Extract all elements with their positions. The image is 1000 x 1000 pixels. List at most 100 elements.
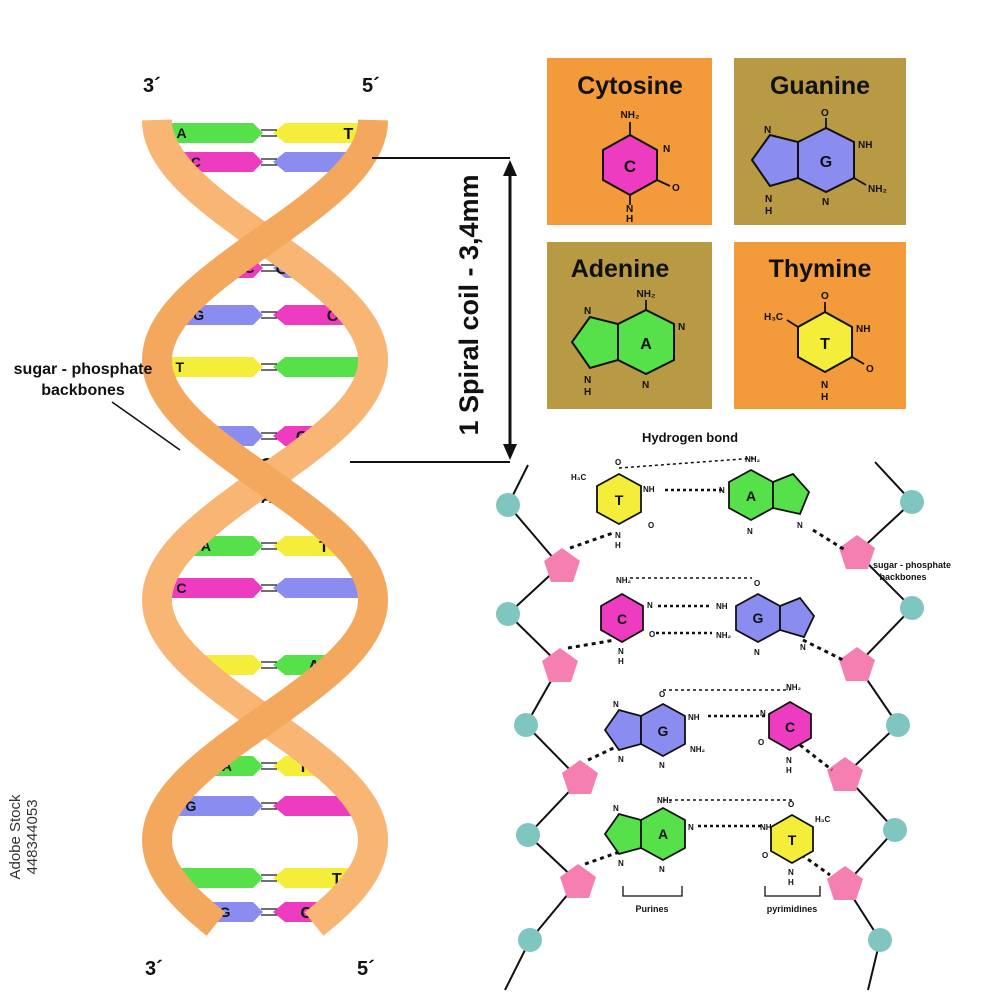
pair3-cytosine-ring <box>768 700 812 752</box>
pair4-t-h3c: H₃C <box>815 815 830 824</box>
pair1-t-o: O <box>615 458 621 467</box>
base-left-block <box>165 357 263 377</box>
base-pair-rung: G <box>175 796 355 816</box>
pair4-right-letter: T <box>788 832 797 848</box>
coil-measure: 1 Spiral coil - 3,4mm <box>350 157 517 463</box>
cytosine-title: Cytosine <box>577 72 683 100</box>
pair3-c-nh2: NH₂ <box>786 683 802 692</box>
backbone-strand-2 <box>141 119 389 936</box>
pair4-t-nh: NH <box>760 823 772 832</box>
sugar-right-1 <box>839 535 875 569</box>
base-left-block <box>166 123 263 143</box>
sugar-left-4 <box>560 864 596 898</box>
phosphate-left-5 <box>518 928 542 952</box>
pair1-t-n: N <box>615 531 621 540</box>
pair4-t-h: H <box>788 878 794 887</box>
phosphate-circles <box>496 490 924 952</box>
guanine-o: O <box>821 108 829 119</box>
pair2-g-n3: N <box>754 648 760 657</box>
cytosine-n: N <box>663 144 670 155</box>
guanine-title: Guanine <box>770 72 870 100</box>
base-left-letter: A <box>201 538 211 554</box>
phosphate-right-4 <box>883 818 907 842</box>
base-left-letter: G <box>186 798 197 814</box>
thymine-o-bottom: O <box>866 364 874 375</box>
purines-label: Purines <box>635 904 668 914</box>
base-right-block <box>273 152 350 172</box>
adenine-title: Adenine <box>571 255 670 283</box>
base-left-letter: C <box>191 154 201 170</box>
stock-brand: Adobe Stock <box>7 794 24 880</box>
pair1-a-n9: N <box>797 521 803 530</box>
phosphate-right-5 <box>868 928 892 952</box>
pair2-g-n9: N <box>800 643 806 652</box>
pair2-c-nh2: NH₂ <box>616 576 632 585</box>
pair3-right-letter: C <box>785 719 795 735</box>
pair1-t-nh: NH <box>643 485 655 494</box>
base-pair-rung: C <box>166 578 364 598</box>
pair3-c-n1: N <box>786 756 792 765</box>
nucleobase-boxes: Cytosine C NH₂ N O N H Guanine G O N NH … <box>547 58 906 409</box>
base-right-block <box>273 123 364 143</box>
pair4-t-n: N <box>788 868 794 877</box>
pairing-backbone-label-line2: backbones <box>879 572 926 582</box>
phosphate-right-1 <box>900 490 924 514</box>
guanine-n7: N <box>764 125 771 136</box>
pair4-a-n7: N <box>613 804 619 813</box>
end-label-top-right: 5´ <box>362 75 380 97</box>
phosphate-left-4 <box>516 823 540 847</box>
pair3-g-n9: N <box>618 755 624 764</box>
base-left-block <box>209 902 263 922</box>
purines-bracket <box>622 886 683 897</box>
end-label-bottom-right: 5´ <box>357 958 375 980</box>
pair1-adenine-ring5 <box>772 472 811 516</box>
backbone-pointer-line <box>111 401 181 451</box>
thymine-letter: T <box>820 336 830 353</box>
phosphate-right-2 <box>900 596 924 620</box>
base-left-letter: T <box>175 359 184 375</box>
pair2-g-o: O <box>754 579 760 588</box>
pyrimidines-label: pyrimidines <box>767 904 818 914</box>
adenine-n9: N <box>584 375 591 386</box>
adenine-h9: H <box>584 387 591 398</box>
guanine-box: Guanine G O N NH NH₂ N N H <box>734 58 906 225</box>
pair4-t-o2: O <box>762 851 768 860</box>
pair1-a-n1: N <box>719 486 725 495</box>
adenine-nh2: NH₂ <box>637 289 656 300</box>
base-left-letter: G <box>220 904 231 920</box>
base-right-block <box>273 578 364 598</box>
base-pair-rung: T <box>165 357 365 377</box>
backbone-strands <box>141 119 389 936</box>
base-left-letter: A <box>177 125 187 141</box>
pair3-c-n: N <box>760 709 766 718</box>
base-right-letter: T <box>298 759 308 776</box>
cytosine-nh-n: N <box>626 204 633 215</box>
guanine-letter: G <box>820 154 832 171</box>
pair3-guanine-ring5 <box>603 708 642 752</box>
base-right-block <box>273 357 365 377</box>
coil-label: 1 Spiral coil - 3,4mm <box>454 174 484 435</box>
guanine-n3: N <box>822 197 829 208</box>
base-left-block <box>178 868 263 888</box>
pair4-a-n3: N <box>659 865 665 874</box>
thymine-n1: N <box>821 380 828 391</box>
pair3-g-o: O <box>659 690 665 699</box>
adenine-n1: N <box>678 322 685 333</box>
pair3-c-h1: H <box>786 766 792 775</box>
adenine-n7: N <box>584 306 591 317</box>
guanine-nh: NH <box>858 140 872 151</box>
base-left-letter: C <box>176 580 186 596</box>
pair1-right-letter: A <box>746 488 756 504</box>
pair1-t-h3c: H₃C <box>571 473 586 482</box>
sugar-right-2 <box>839 647 875 681</box>
sugar-right-3 <box>827 757 863 791</box>
pair4-left-letter: A <box>658 826 668 842</box>
pair2-cytosine-ring <box>600 592 644 644</box>
sugar-right-4 <box>827 866 863 900</box>
base-right-block <box>273 868 352 888</box>
thymine-title: Thymine <box>769 255 872 283</box>
base-right-letter: T <box>319 539 329 556</box>
